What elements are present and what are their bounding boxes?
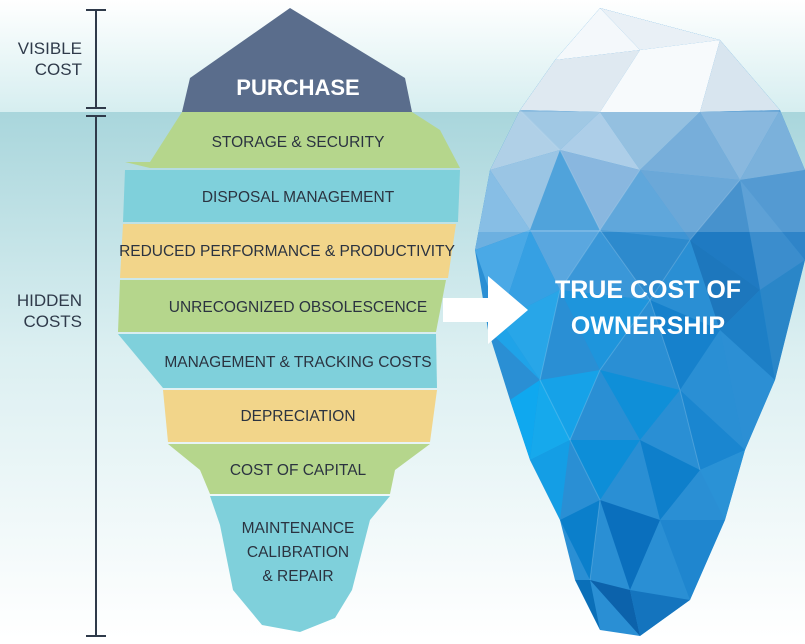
unrecognized-obsolescence-label: UNRECOGNIZED OBSOLESCENCE	[169, 299, 427, 316]
management-tracking-label: MANAGEMENT & TRACKING COSTS	[164, 354, 431, 371]
band-management-tracking	[118, 334, 437, 388]
band-cost-of-capital	[168, 444, 430, 494]
visible-label-line1: VISIBLE	[17, 39, 82, 58]
hidden-label-line2: COSTS	[23, 312, 82, 331]
band-maintenance	[210, 496, 390, 632]
band-unrecognized-obsolescence	[118, 280, 446, 332]
band-reduced-performance	[120, 224, 456, 278]
cost-iceberg: PURCHASE STORAGE & SECURITY DISPOSAL MAN…	[118, 8, 460, 632]
water-overlay	[475, 112, 805, 232]
true-cost-title-line1: TRUE COST OF	[555, 276, 741, 304]
band-disposal-management	[123, 170, 460, 222]
hidden-costs-label: HIDDEN COSTS	[4, 290, 82, 332]
hidden-label-line1: HIDDEN	[16, 291, 82, 310]
disposal-management-label: DISPOSAL MANAGEMENT	[202, 189, 395, 206]
cost-of-capital-label: COST OF CAPITAL	[230, 462, 367, 479]
calibration-label: CALIBRATION	[247, 544, 349, 561]
scale-bar	[86, 9, 106, 637]
band-depreciation	[163, 390, 437, 442]
visible-cost-label: VISIBLE COST	[4, 38, 82, 80]
maintenance-label: MAINTENANCE	[242, 520, 355, 537]
storage-security-label: STORAGE & SECURITY	[212, 134, 385, 151]
band-storage-security	[125, 112, 460, 168]
right-arrow-icon	[443, 276, 528, 344]
purchase-label: PURCHASE	[236, 75, 359, 100]
depreciation-label: DEPRECIATION	[240, 408, 355, 425]
purchase-tip	[182, 8, 412, 112]
repair-label: & REPAIR	[262, 568, 333, 585]
true-cost-title-line2: OWNERSHIP	[571, 312, 725, 340]
visible-label-line2: COST	[34, 60, 82, 79]
reduced-performance-label: REDUCED PERFORMANCE & PRODUCTIVITY	[119, 243, 455, 260]
